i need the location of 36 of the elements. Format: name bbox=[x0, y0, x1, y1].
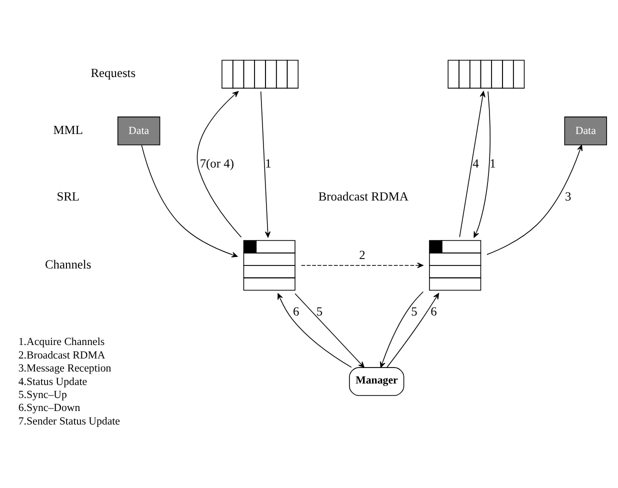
edge-label: 4 bbox=[472, 156, 479, 170]
label: 3.Message Reception bbox=[18, 362, 112, 375]
arrow bbox=[141, 144, 238, 258]
edge-label: 2 bbox=[359, 248, 366, 262]
label: 1.Acquire Channels bbox=[18, 336, 105, 348]
arrow bbox=[294, 293, 364, 368]
edge-label: 7(or 4) bbox=[200, 156, 234, 170]
edge-label: 5 bbox=[316, 304, 323, 319]
arrow bbox=[380, 291, 424, 368]
label: Channels bbox=[44, 257, 92, 272]
edge-label: 5 bbox=[411, 304, 418, 319]
arrow bbox=[260, 91, 271, 238]
label: 4.Status Update bbox=[18, 376, 88, 388]
arrow bbox=[278, 293, 352, 368]
arrow bbox=[459, 91, 486, 238]
label: Requests bbox=[90, 66, 136, 80]
arrow bbox=[386, 293, 440, 368]
arrow bbox=[196, 91, 242, 238]
label: 6.Sync–Down bbox=[18, 402, 80, 414]
label: 5.Sync–Up bbox=[18, 389, 67, 402]
label: 7.Sender Status Update bbox=[18, 415, 120, 428]
label: MML bbox=[53, 122, 83, 137]
arrow bbox=[474, 91, 490, 238]
label: Broadcast RDMA bbox=[318, 190, 408, 204]
edge-label: 3 bbox=[565, 190, 572, 204]
label: SRL bbox=[56, 190, 80, 204]
edge-label: 6 bbox=[293, 304, 300, 319]
edge-label: 6 bbox=[430, 304, 437, 319]
label: 2.Broadcast RDMA bbox=[18, 349, 106, 362]
edge-label: 1 bbox=[265, 156, 272, 170]
arrow bbox=[300, 262, 424, 268]
arrow bbox=[486, 144, 583, 255]
node-box: Manager bbox=[349, 367, 404, 396]
node-box: Data bbox=[117, 116, 160, 146]
edge-label: 1 bbox=[490, 156, 496, 170]
node-box: Data bbox=[564, 116, 608, 146]
